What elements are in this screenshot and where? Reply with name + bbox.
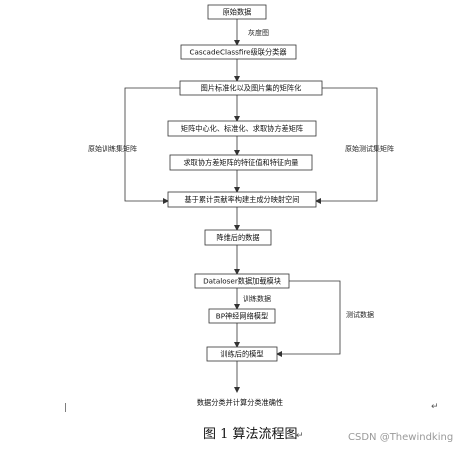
node-loader: Dataloser数据加载模块 — [194, 273, 290, 289]
edge-label-test-data: 测试数据 — [346, 310, 374, 319]
edge-train-matrix-loop — [124, 87, 180, 204]
node-cascade: CascadeClassfire级联分类器 — [180, 44, 297, 60]
node-bp: BP神经网络模型 — [208, 308, 276, 324]
csdn-watermark: CSDN @Thewindking — [348, 432, 453, 443]
connectors — [124, 19, 378, 393]
node-trained: 训练后的模型 — [206, 346, 278, 362]
result-text: 数据分类并计算分类准确性 — [197, 398, 283, 407]
text-cursor-mark: | — [64, 403, 67, 413]
node-cascade-label: CascadeClassfire级联分类器 — [189, 48, 286, 57]
node-center: 矩阵中心化、标准化、求取协方差矩阵 — [167, 120, 317, 137]
caption-return-mark: ↵ — [296, 431, 304, 441]
node-normalize-label: 图片标准化以及图片集的矩阵化 — [201, 84, 302, 93]
edge-label-train-data: 训练数据 — [243, 294, 271, 303]
node-eigen-label: 求取协方差矩阵的特征值和特征向量 — [183, 158, 298, 167]
node-raw-data: 原始数据 — [207, 4, 267, 20]
edge-label-grayscale: 灰度图 — [248, 28, 269, 37]
node-reduced: 降维后的数据 — [204, 229, 272, 246]
edge-label-test-matrix: 原始测试集矩阵 — [345, 144, 394, 153]
node-reduced-label: 降维后的数据 — [216, 233, 259, 242]
node-loader-label: Dataloser数据加载模块 — [203, 277, 281, 286]
node-subspace: 基于累计贡献率构建主成分映射空间 — [167, 191, 317, 208]
node-center-label: 矩阵中心化、标准化、求取协方差矩阵 — [181, 124, 303, 133]
node-eigen: 求取协方差矩阵的特征值和特征向量 — [169, 154, 313, 171]
figure-caption: 图 1 算法流程图 — [203, 427, 298, 442]
node-bp-label: BP神经网络模型 — [216, 312, 268, 321]
node-raw-data-label: 原始数据 — [223, 8, 252, 17]
node-trained-label: 训练后的模型 — [220, 350, 263, 359]
node-subspace-label: 基于累计贡献率构建主成分映射空间 — [184, 195, 299, 204]
edge-test-matrix-loop — [315, 87, 378, 204]
node-normalize: 图片标准化以及图片集的矩阵化 — [179, 80, 323, 96]
paragraph-return-mark: ↵ — [431, 402, 439, 412]
edge-label-train-matrix: 原始训练集矩阵 — [88, 144, 137, 153]
edge-test-data-loop — [276, 280, 341, 357]
